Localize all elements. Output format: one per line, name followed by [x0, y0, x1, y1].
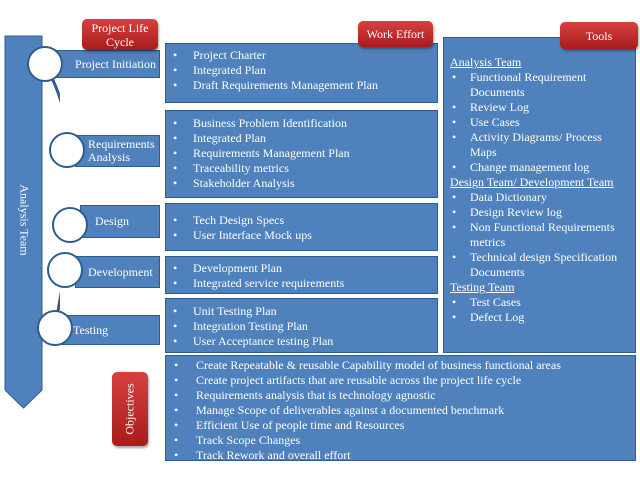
phase-circle [49, 132, 85, 168]
work-effort-requirements: Business Problem IdentificationIntegrate… [165, 110, 438, 198]
tools-label: Tools [560, 22, 638, 49]
analysis-team-arrow [4, 35, 60, 409]
phase-project-initiation: Project Initiation [45, 50, 160, 78]
phase-circle [47, 252, 83, 288]
tools-team-heading: Testing Team [450, 280, 515, 294]
work-effort-initiation: Project CharterIntegrated PlanDraft Requ… [165, 43, 438, 103]
tools-team-heading: Design Team/ Development Team [450, 175, 614, 189]
tools-team-heading: Analysis Team [450, 55, 522, 69]
phase-requirements-analysis: Requirements Analysis [75, 135, 160, 167]
objectives-label: Objectives [112, 372, 148, 446]
phase-circle [37, 310, 73, 346]
phase-design: Design [80, 205, 160, 238]
work-effort-design: Tech Design SpecsUser Interface Mock ups [165, 203, 438, 251]
work-effort-label: Work Effort [358, 21, 433, 47]
phase-circle [27, 46, 63, 82]
work-effort-development: Development PlanIntegrated service requi… [165, 256, 438, 294]
objectives-panel: Create Repeatable & reusable Capability … [165, 355, 636, 463]
timeline-curve [43, 63, 60, 329]
work-effort-testing: Unit Testing PlanIntegration Testing Pla… [165, 298, 438, 353]
tools-panel: Analysis Team Functional Requirement Doc… [443, 37, 636, 353]
phase-circle [52, 207, 88, 243]
project-life-cycle-label: Project Life Cycle [82, 19, 158, 50]
analysis-team-label: Analysis Team [17, 184, 32, 256]
phase-development: Development [75, 256, 160, 288]
